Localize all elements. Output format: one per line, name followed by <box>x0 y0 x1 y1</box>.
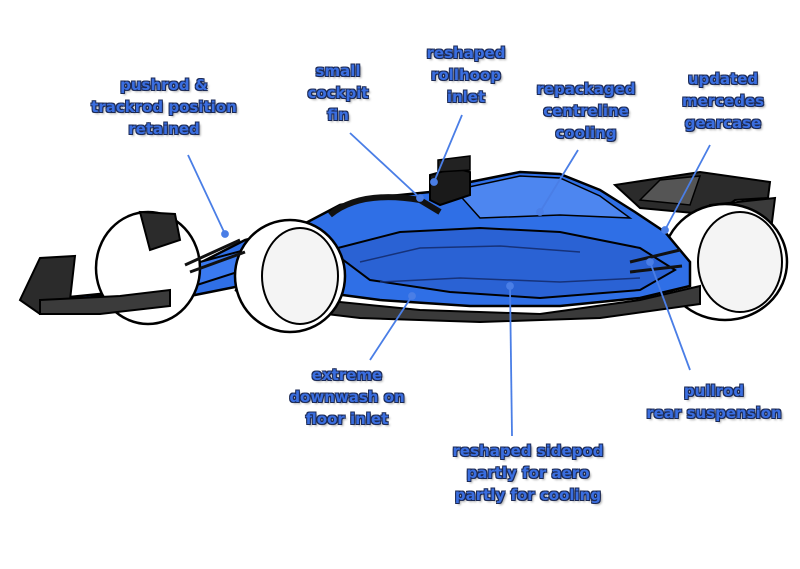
leader-lines <box>187 114 711 437</box>
label-cockpit-fin: small cockpit fin <box>307 62 369 124</box>
label-centreline-cooling: repackaged centreline cooling <box>536 80 636 142</box>
front-suspension <box>184 238 246 274</box>
label-pullrod: pullrod rear suspension <box>646 382 782 422</box>
label-sidepod: reshaped sidepod partly for aero partly … <box>452 442 604 504</box>
rear-suspension <box>629 248 683 274</box>
label-floor-inlet: extreme downwash on floor inlet <box>289 366 405 428</box>
label-pushrod-trackrod: pushrod & trackrod position retained <box>91 76 237 138</box>
label-mercedes-gearcase: updated mercedes gearcase <box>681 70 765 132</box>
engine-cover <box>453 175 633 219</box>
front-wing <box>18 210 182 316</box>
label-rollhoop-inlet: reshaped rollhoop inlet <box>426 44 506 106</box>
